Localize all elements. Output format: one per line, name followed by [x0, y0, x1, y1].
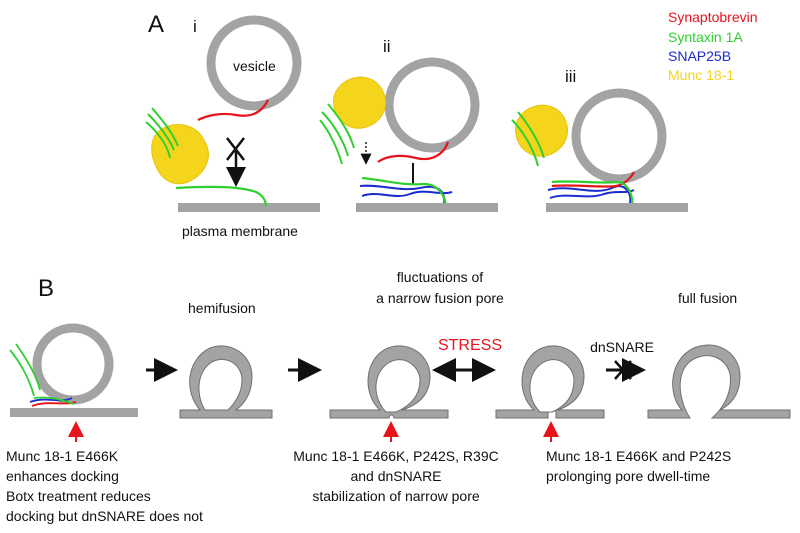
syntaxin-habc-i-2 [145, 121, 171, 159]
syntaxin-habc-iii-2 [517, 111, 545, 159]
step-i: vesicle plasma membrane [145, 15, 320, 239]
syntaxin-tmd-i [175, 185, 268, 207]
synaptobrevin-ii [377, 141, 450, 163]
synaptobrevin-i [197, 99, 269, 121]
step-iii [511, 88, 688, 212]
note-left-line-3: Botx treatment reduces [6, 488, 151, 504]
syntaxin-tmd-iii [551, 180, 634, 209]
syntaxin-b1 [9, 349, 35, 397]
pore-title-line2: a narrow fusion pore [376, 290, 504, 306]
note-right-line-1: Munc 18-1 E466K and P242S [546, 448, 731, 464]
vesicle-b1 [32, 323, 114, 405]
snap25-iii-2 [549, 189, 635, 199]
stage-narrow-pore [329, 345, 449, 442]
syntaxin-habc-ii-3 [319, 119, 343, 165]
syntaxin-tmd-ii [361, 176, 448, 209]
vesicle-label: vesicle [233, 58, 276, 74]
stage-docked [9, 323, 138, 442]
step-iii-label: iii [565, 67, 576, 86]
syntaxin-habc-ii-2 [327, 103, 355, 149]
panel-a-label: A [148, 11, 164, 38]
panel-b-label: B [38, 275, 54, 302]
stage-pore-fluctuation [495, 345, 605, 442]
syntaxin-habc-ii [321, 111, 349, 157]
pore-title-line1: fluctuations of [397, 269, 483, 285]
membrane-label: plasma membrane [182, 223, 298, 239]
note-left-line-2: enhances docking [6, 468, 119, 484]
note-left-line-1: Munc 18-1 E466K [6, 448, 119, 464]
legend-munc18: Munc 18-1 [668, 67, 734, 83]
full-fusion-title: full fusion [678, 290, 737, 306]
syntaxin-b1-3 [33, 396, 75, 405]
hemifusion-title: hemifusion [188, 300, 256, 316]
snap25-b1 [29, 397, 73, 403]
note-right-line-2: prolonging pore dwell-time [546, 468, 710, 484]
note-middle-line-2: and dnSNARE [350, 468, 441, 484]
cross-mark-i-2 [226, 137, 245, 161]
note-middle: Munc 18-1 E466K, P242S, R39C and dnSNARE… [293, 448, 498, 504]
stress-label: STRESS [438, 337, 502, 354]
syntaxin-habc-iii [511, 119, 539, 167]
step-ii [319, 57, 498, 212]
syntaxin-habc-i [147, 113, 175, 151]
syntaxin-habc-i-3 [151, 107, 179, 147]
note-left: Munc 18-1 E466K enhances docking Botx tr… [6, 448, 203, 524]
note-middle-line-3: stabilization of narrow pore [312, 488, 480, 504]
membrane-i [178, 203, 320, 212]
cross-mark-b-2 [614, 360, 632, 380]
legend-syntaxin: Syntaxin 1A [668, 29, 743, 45]
step-i-label: i [193, 17, 197, 36]
syntaxin-b1-2 [15, 343, 41, 391]
vesicle-iii [571, 88, 667, 184]
stage-full-fusion [647, 344, 791, 419]
note-right: Munc 18-1 E466K and P242S prolonging por… [546, 448, 731, 484]
stage-hemifusion [179, 345, 273, 419]
membrane-ii [356, 203, 498, 212]
step-ii-label: ii [383, 37, 391, 56]
membrane-iii [546, 203, 688, 212]
synaptobrevin-iii [551, 171, 635, 188]
vesicle-ii [384, 57, 480, 153]
legend-synaptobrevin: Synaptobrevin [668, 9, 758, 25]
note-middle-line-1: Munc 18-1 E466K, P242S, R39C [293, 448, 498, 464]
legend-snap25b: SNAP25B [668, 48, 731, 64]
snap25-iii [547, 185, 632, 205]
dnsnare-label: dnSNARE [590, 339, 654, 355]
munc18-ii [333, 76, 386, 129]
note-left-line-4: docking but dnSNARE does not [6, 508, 203, 524]
vesicle-i [206, 15, 302, 111]
snap25-ii-2 [361, 190, 453, 197]
munc18-i [151, 124, 209, 185]
membrane-b1 [10, 408, 138, 417]
